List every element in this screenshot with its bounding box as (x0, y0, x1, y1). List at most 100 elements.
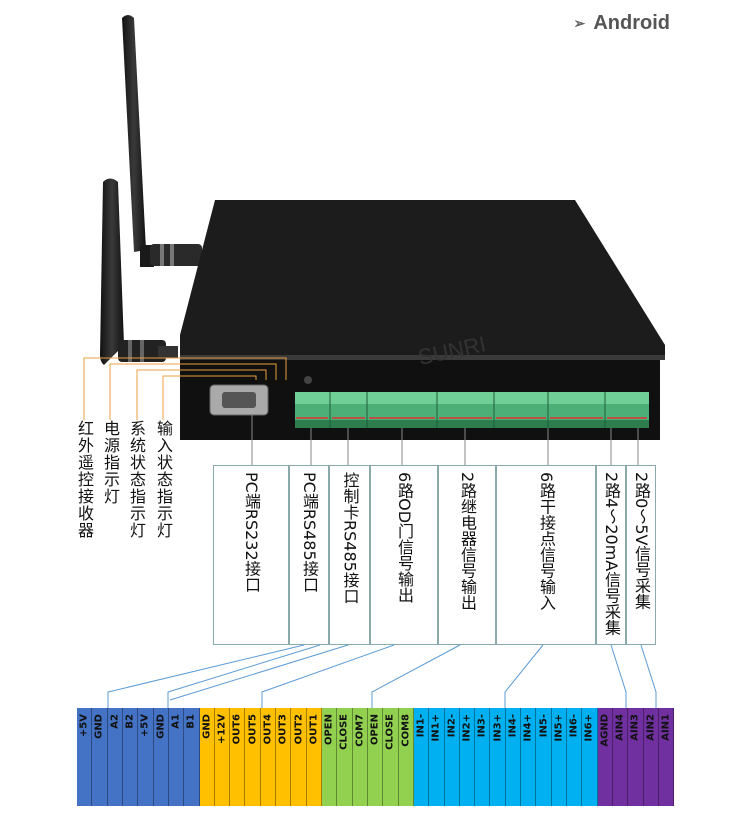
terminal-label: AIN4 (614, 714, 626, 741)
terminal-cell: +12V (214, 708, 231, 806)
terminal-label: CLOSE (338, 714, 350, 750)
terminal-label: AIN3 (629, 714, 641, 741)
terminal-label: A1 (170, 714, 182, 729)
indicator-power-label: 电源指示灯 (101, 420, 120, 505)
terminal-label: IN6- (568, 714, 580, 738)
antenna-front (100, 178, 178, 365)
header-title: Android (593, 12, 670, 34)
terminal-label: GND (93, 714, 105, 739)
terminal-label: IN5+ (553, 714, 565, 742)
terminal-label: B1 (185, 714, 197, 729)
interface-box: 控制卡RS485接口 (329, 465, 370, 645)
terminal-cell: IN5- (536, 708, 552, 806)
terminal-label: OUT4 (262, 714, 274, 745)
terminal-cell: OUT6 (230, 708, 246, 806)
terminal-cell: GND (92, 708, 108, 806)
terminal-cell: IN2- (444, 708, 460, 806)
interface-box: 2路继电器信号输出 (438, 465, 496, 645)
interface-label: 2路0～5V信号采集 (632, 472, 651, 610)
device-illustration: SUNRI (83, 15, 665, 465)
terminal-label: AIN2 (645, 714, 657, 741)
header: ➢ Android (574, 12, 670, 35)
terminal-label: IN3+ (492, 714, 504, 742)
terminal-label: COM7 (354, 714, 366, 747)
terminal-cell: B1 (184, 708, 200, 806)
terminal-label: CLOSE (384, 714, 396, 750)
device-body: SUNRI (180, 200, 665, 440)
terminal-label: IN1- (415, 714, 427, 738)
terminal-cell: A2 (107, 708, 123, 806)
interface-label: 6路OD门信号输出 (395, 472, 414, 604)
terminal-cell: CLOSE (383, 708, 399, 806)
terminal-label: OUT5 (247, 714, 259, 745)
terminal-cell: IN6+ (582, 708, 598, 806)
terminal-cell: AIN1 (658, 708, 675, 806)
terminal-label: A2 (109, 714, 121, 729)
terminal-label: B2 (124, 714, 136, 729)
terminal-label: +5V (78, 714, 90, 738)
terminal-label: IN2- (446, 714, 458, 738)
arrow-right-icon: ➢ (573, 15, 586, 31)
terminal-label: COM8 (400, 714, 412, 747)
terminal-label: +5V (139, 714, 151, 738)
terminal-label: IN4+ (522, 714, 534, 742)
interface-label: PC端RS485接口 (300, 472, 319, 593)
terminal-label: IN3- (476, 714, 488, 738)
interface-label: PC端RS232接口 (242, 472, 261, 593)
terminal-label: IN5- (538, 714, 550, 738)
terminal-label: OUT2 (293, 714, 305, 745)
terminal-cell: COM8 (398, 708, 414, 806)
terminal-cell: OPEN (367, 708, 384, 806)
terminal-label: OPEN (323, 714, 335, 746)
terminal-cell: OUT5 (245, 708, 261, 806)
interface-label: 6路干接点信号输入 (537, 472, 556, 611)
terminal-label: OUT1 (308, 714, 320, 745)
terminal-cell: IN5+ (551, 708, 567, 806)
interface-box: PC端RS232接口 (213, 465, 289, 645)
indicator-leaders (83, 357, 287, 420)
terminal-label: IN2+ (461, 714, 473, 742)
terminal-cell: B2 (122, 708, 139, 806)
terminal-cell: OPEN (322, 708, 338, 806)
terminal-cell: COM7 (352, 708, 368, 806)
terminal-cell: CLOSE (337, 708, 353, 806)
terminal-label: IN6+ (583, 714, 595, 742)
terminal-cell: IN4+ (521, 708, 537, 806)
terminal-cell: IN1+ (429, 708, 445, 806)
terminal-cell: OUT3 (276, 708, 292, 806)
interface-box: 2路4～20mA信号采集 (596, 465, 626, 645)
interface-box: 2路0～5V信号采集 (626, 465, 656, 645)
terminal-label: IN1+ (430, 714, 442, 742)
terminal-cell: OUT4 (260, 708, 277, 806)
terminal-label: AGND (599, 714, 611, 747)
terminal-cell: IN3- (475, 708, 491, 806)
terminal-cell: IN6- (567, 708, 583, 806)
terminal-cell: OUT2 (291, 708, 307, 806)
interface-label: 控制卡RS485接口 (340, 472, 360, 604)
interface-label: 2路4～20mA信号采集 (602, 472, 621, 636)
antenna-rear (122, 15, 202, 267)
terminal-label: AIN1 (660, 714, 672, 741)
terminal-label: OPEN (369, 714, 381, 746)
terminal-label: GND (155, 714, 167, 739)
terminal-cell: AIN2 (643, 708, 659, 806)
terminal-cell: AIN3 (628, 708, 644, 806)
indicator-input-label: 输入状态指示灯 (154, 420, 173, 539)
terminal-label: IN4- (507, 714, 519, 738)
terminal-cell: IN2+ (459, 708, 476, 806)
interface-label: 2路继电器信号输出 (458, 472, 477, 611)
indicator-ir-receiver-label: 红外遥控接收器 (75, 420, 94, 539)
terminal-cell: IN4- (505, 708, 522, 806)
terminal-cell: AGND (597, 708, 613, 806)
terminal-cell: IN3+ (490, 708, 506, 806)
terminal-label: OUT3 (277, 714, 289, 745)
terminal-cell: OUT1 (306, 708, 322, 806)
indicator-system-label: 系统状态指示灯 (127, 420, 146, 539)
interface-box: PC端RS485接口 (289, 465, 329, 645)
terminal-cell: A1 (168, 708, 185, 806)
terminal-cell: GND (199, 708, 215, 806)
interface-box: 6路OD门信号输出 (370, 465, 438, 645)
terminal-label: OUT6 (231, 714, 243, 745)
terminal-cell: IN1- (413, 708, 430, 806)
